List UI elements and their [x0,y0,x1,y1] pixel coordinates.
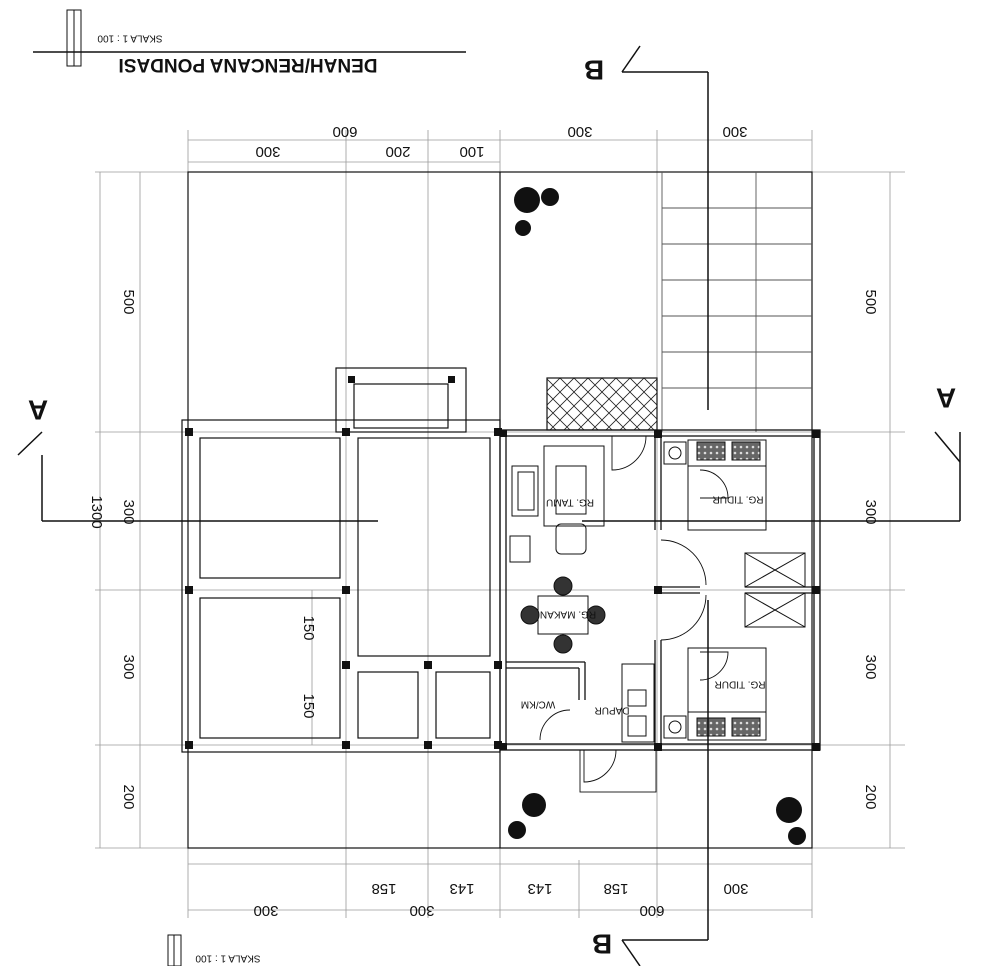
dim-top-overall-3: 300 [722,123,747,140]
terrace-hatch [546,377,658,431]
kitchen-counter [621,663,655,743]
carport-paving [661,172,812,432]
dim-left-2: 300 [120,499,137,524]
room-label-tamu: RG. TAMU [546,496,594,507]
dim-bottom-sub-3: 143 [527,880,552,897]
section-lines [17,45,961,966]
wardrobes [744,552,806,628]
dim-left-1: 500 [120,289,137,314]
dim-bottom-sub-4: 158 [603,880,628,897]
dim-left-4: 200 [120,784,137,809]
dim-inner-1: 150 [300,615,317,640]
dining-table [520,576,606,654]
bottom-scale-label: SKALA 1 : 100 [195,952,260,963]
room-label-tidur-bottom: RG. TIDUR [715,678,766,689]
dim-bottom-overall-2: 300 [409,902,434,919]
living-room-furniture [509,445,605,563]
dim-top-sub-3: 100 [459,143,484,160]
section-mark-a-right: A [936,383,956,414]
room-label-makan: RG. MAKAN [540,608,596,619]
trees [508,187,806,845]
section-mark-b-bottom: B [592,929,612,960]
dim-bottom-overall-1: 300 [253,902,278,919]
house-columns [500,430,820,751]
section-mark-a-left: A [28,395,48,426]
bed-bottom [663,647,767,741]
dim-left-3: 300 [120,654,137,679]
dim-right-3: 300 [862,654,879,679]
bottom-scale-block: SKALA 1 : 100 [167,934,261,966]
dim-right-1: 500 [862,289,879,314]
foundation-outline [181,367,501,753]
dim-bottom-sub-1: 158 [371,880,396,897]
dim-top-sub-2: 200 [385,143,410,160]
foundation-columns [185,376,502,749]
dim-top-sub-1: 300 [255,143,280,160]
dim-right-4: 200 [862,784,879,809]
dim-left-total: 1300 [88,495,105,528]
drawing-scale: SKALA 1 : 100 [97,32,162,43]
dim-inner-2: 150 [300,693,317,718]
dim-right-2: 300 [862,499,879,524]
dim-bottom-overall-3: 600 [639,902,664,919]
bed-top [663,439,767,531]
door-swings [539,435,729,793]
room-label-wc: WC/KM [521,698,555,709]
dim-top-overall-2: 300 [567,123,592,140]
room-label-dapur: DAPUR [594,704,629,715]
section-mark-b-top: B [584,55,604,86]
dim-bottom-sub-2: 143 [449,880,474,897]
site-boundary [187,171,813,849]
room-label-tidur-top: RG. TIDUR [713,493,764,504]
dim-bottom-overall-4: 300 [723,880,748,897]
title-block: DENAH/RENCANA PONDASI SKALA 1 : 100 [33,9,466,75]
drawing-title: DENAH/RENCANA PONDASI [119,54,378,75]
dim-top-overall-1: 600 [332,123,357,140]
